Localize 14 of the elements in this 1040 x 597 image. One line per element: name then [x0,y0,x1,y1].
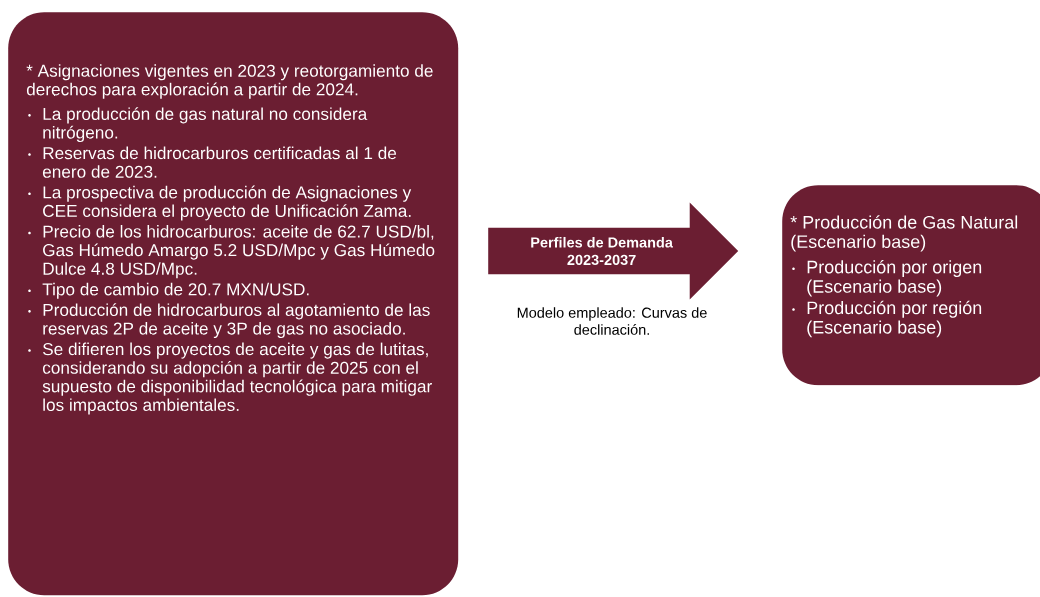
caption-text: Modelo empleado: Curvas de declinación. [517,307,707,335]
bullet-item: Tipo de cambio de 20.7 MXN/USD. [42,282,309,299]
heading-text: * Producción de Gas Natural (Escenario base) [790,215,1018,252]
bullet-item: Precio de los hidrocarburos: aceite de 62.7 USD/bl, Gas Húmedo Amargo 5.2 USD/Mpc y Gas Húmedo Dulce 4.8 USD/Mpc. [43,225,435,279]
bullet-item: Se difieren los proyectos de aceite y gas de lutitas, considerando su adopción a partir de 2025 con el supuesto de disponibilidad tecnológica para mitigar los impactos ambientales. [42,342,432,415]
bullet-item: La producción de gas natural no considera nitrógeno. [43,107,368,143]
bullet-item: Reservas de hidrocarburos certificadas al 1 de enero de 2023. [42,146,397,178]
bullet-item: Producción por región (Escenario base) [807,300,982,338]
bullet-item: Producción de hidrocarburos al agotamiento de las reservas 2P de aceite y 3P de gas no asociado. [43,303,430,339]
heading-text: * Asignaciones vigentes en 2023 y reotorgamiento de derechos para exploración a partir de 2024. [26,64,433,99]
bullet-item: La prospectiva de producción de Asignaciones y CEE considera el proyecto de Unificación Zama. [43,185,412,221]
bullet-item: Producción por origen (Escenario base) [807,260,982,297]
text-box [8,12,459,596]
text-box [782,185,1040,386]
